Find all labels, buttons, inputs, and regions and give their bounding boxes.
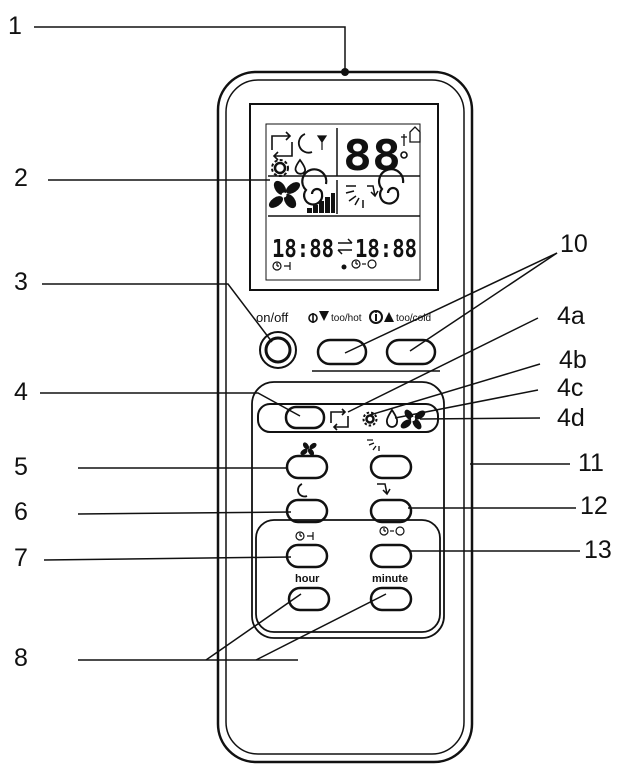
callout-12: 12 bbox=[580, 492, 608, 520]
minute-label: minute bbox=[372, 573, 408, 585]
swirl-icon bbox=[301, 168, 328, 206]
callout-6: 6 bbox=[14, 498, 28, 526]
temp-down-button[interactable] bbox=[316, 338, 368, 366]
leader-4a bbox=[347, 317, 539, 413]
leader-4d bbox=[419, 417, 541, 420]
too-hot-label: too/hot bbox=[331, 313, 362, 324]
heat-icon-strip bbox=[362, 411, 378, 427]
swing-button[interactable] bbox=[369, 454, 413, 480]
leader-lines bbox=[34, 26, 580, 661]
thermometer-home-icon bbox=[401, 126, 421, 146]
callout-10: 10 bbox=[560, 230, 588, 258]
callout-4: 4 bbox=[14, 378, 28, 406]
timer-off-icon-lcd bbox=[351, 259, 377, 269]
hour-button[interactable] bbox=[287, 586, 331, 612]
leader-1 bbox=[34, 26, 346, 70]
callout-11: 11 bbox=[578, 449, 604, 477]
callout-2: 2 bbox=[14, 164, 28, 192]
signal-icon bbox=[316, 135, 328, 150]
leader-3 bbox=[42, 283, 273, 343]
callout-4b: 4b bbox=[559, 346, 587, 374]
leader-4b bbox=[369, 363, 541, 416]
moon-icon bbox=[298, 133, 313, 154]
timer-off-icon bbox=[379, 526, 405, 536]
leader-7 bbox=[43, 556, 292, 561]
mode-auto-icon-strip bbox=[330, 408, 349, 431]
leader-4c bbox=[394, 389, 539, 419]
swing-small-icon bbox=[367, 439, 380, 451]
sleep-small-icon bbox=[297, 483, 308, 498]
temp-down-icon bbox=[308, 311, 329, 323]
leader-6 bbox=[77, 511, 292, 515]
callout-5: 5 bbox=[14, 453, 28, 481]
temp-up-icon bbox=[384, 312, 394, 322]
fan-speed-bars-icon bbox=[307, 193, 335, 213]
leader-8-minute bbox=[255, 593, 387, 661]
sleep-button[interactable] bbox=[285, 498, 329, 524]
lcd-timer-left: 18:88 bbox=[272, 234, 334, 263]
leader-8-hour bbox=[205, 593, 302, 661]
leader-4 bbox=[40, 392, 301, 417]
swirl-icon-2 bbox=[378, 168, 405, 205]
callout-4a: 4a bbox=[557, 302, 585, 330]
fan-icon bbox=[268, 180, 301, 209]
drop-icon bbox=[294, 158, 307, 175]
too-cold-label: too/cold bbox=[396, 313, 431, 324]
minute-button[interactable] bbox=[369, 586, 413, 612]
fan-speed-button[interactable] bbox=[285, 454, 329, 480]
callout-13: 13 bbox=[584, 536, 612, 564]
lcd-inner bbox=[265, 123, 421, 281]
lcd-temperature: 88 bbox=[343, 131, 401, 180]
callout-4d: 4d bbox=[557, 404, 585, 432]
mode-auto-icon bbox=[271, 131, 293, 161]
timer-on-icon bbox=[295, 531, 314, 541]
onoff-button[interactable] bbox=[264, 336, 292, 364]
timer-exchange-icon bbox=[337, 238, 353, 255]
leader-10a bbox=[344, 252, 558, 354]
temp-up-button[interactable] bbox=[385, 338, 437, 366]
mode-button[interactable] bbox=[284, 405, 326, 430]
callout-4c: 4c bbox=[557, 374, 584, 402]
mode-strip bbox=[257, 403, 439, 433]
heat-icon bbox=[271, 159, 289, 177]
timer-panel bbox=[255, 519, 441, 633]
lcd-timer-right: 18:88 bbox=[355, 234, 417, 263]
timer-on-button[interactable] bbox=[285, 543, 329, 569]
lcd-dot bbox=[341, 264, 347, 270]
callout-7: 7 bbox=[14, 544, 28, 572]
callout-8: 8 bbox=[14, 644, 28, 672]
remote-body-inner bbox=[225, 79, 465, 755]
fan-speed-small-icon bbox=[300, 442, 317, 456]
hour-label: hour bbox=[295, 573, 320, 585]
info-icon bbox=[369, 310, 383, 324]
timer-off-button[interactable] bbox=[369, 543, 413, 569]
callout-3: 3 bbox=[14, 268, 28, 296]
direction-button[interactable] bbox=[369, 498, 413, 524]
degree-icon bbox=[400, 151, 408, 159]
timer-on-icon-lcd bbox=[272, 261, 291, 271]
swing-louver-icon bbox=[345, 185, 379, 208]
onoff-label: on/off bbox=[256, 310, 289, 325]
ir-emitter-dot bbox=[341, 68, 349, 76]
callout-1: 1 bbox=[8, 12, 22, 40]
mode-panel bbox=[251, 381, 445, 639]
leader-10b bbox=[409, 252, 558, 352]
direction-small-icon bbox=[377, 483, 391, 496]
